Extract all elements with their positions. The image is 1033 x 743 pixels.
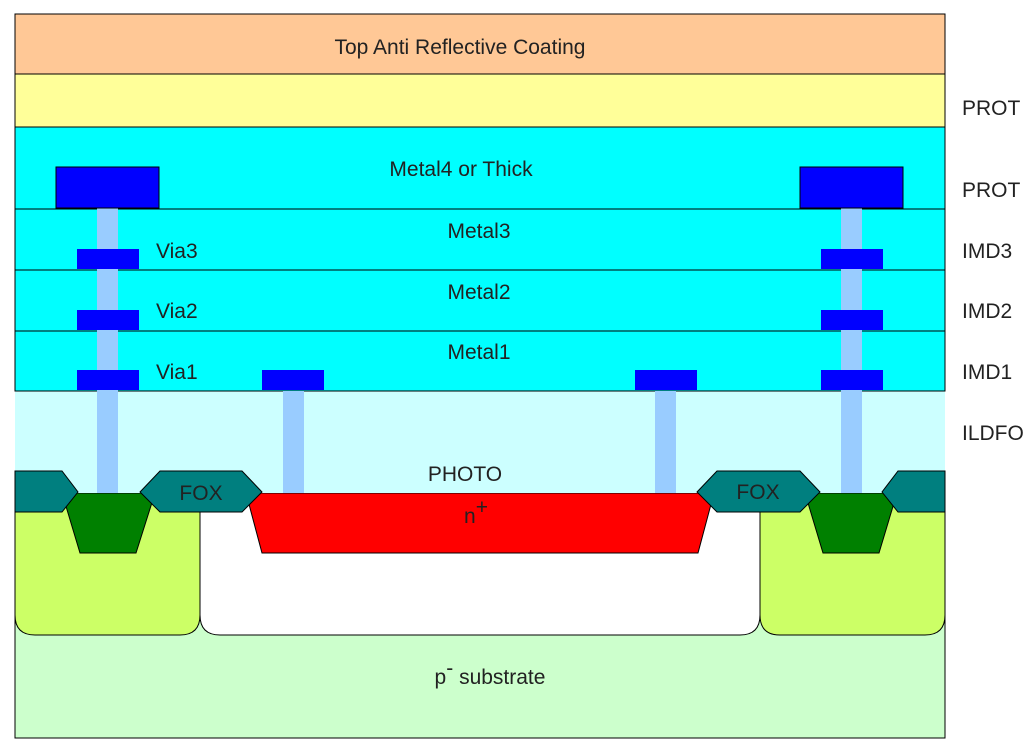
right-p-well (759, 494, 946, 636)
side-label-ildfo: ILDFO (962, 422, 1024, 445)
metal3-label: Metal3 (447, 220, 510, 243)
fox-right-edge (881, 470, 946, 513)
imd3-layer (14, 208, 946, 271)
metal4-right-pad (799, 166, 904, 209)
arc-label: Top Anti Reflective Coating (335, 36, 586, 59)
fox-left (139, 470, 263, 513)
metal1-left-pad (77, 370, 139, 390)
fox-right-label: FOX (736, 481, 779, 504)
metal3-right-pad (821, 249, 883, 269)
metal4-label: Metal4 or Thick (389, 158, 533, 181)
via3-label: Via3 (156, 240, 198, 263)
fox-left-label: FOX (179, 482, 222, 505)
side-label-imd3: IMD3 (962, 240, 1012, 263)
side-label-imd2: IMD2 (962, 300, 1012, 323)
left-p-well (14, 494, 201, 636)
contact-right-photo (655, 391, 676, 493)
fox-right (696, 470, 821, 513)
metal1-photo-left-pad (262, 370, 324, 390)
via2-label: Via2 (156, 300, 198, 323)
side-label-prot-metal4: PROT (962, 179, 1021, 202)
metal2-label: Metal2 (447, 281, 510, 304)
metal4-prot-layer (14, 126, 946, 210)
metal1-right-pad (821, 370, 883, 390)
metal2-right-pad (821, 310, 883, 330)
metal1-label: Metal1 (447, 341, 510, 364)
via-right-stack-upper (841, 207, 862, 493)
substrate-label: p- substrate (435, 657, 546, 689)
fox-left-edge (14, 470, 79, 513)
metal1-photo-right-pad (635, 370, 697, 390)
metal3-left-pad (77, 249, 139, 269)
side-label-imd1: IMD1 (962, 361, 1012, 384)
photo-label: PHOTO (428, 463, 502, 486)
metal4-left-pad (55, 166, 160, 209)
via-left-stack-upper (97, 207, 118, 493)
imd2-layer (14, 269, 946, 332)
via1-label: Via1 (156, 361, 198, 384)
side-label-prot-top: PROT (962, 97, 1021, 120)
contact-left-photo (283, 391, 304, 493)
arc-layer (14, 13, 946, 75)
nplus-label: n+ (464, 496, 488, 528)
prot-layer (14, 73, 946, 128)
metal2-left-pad (77, 310, 139, 330)
